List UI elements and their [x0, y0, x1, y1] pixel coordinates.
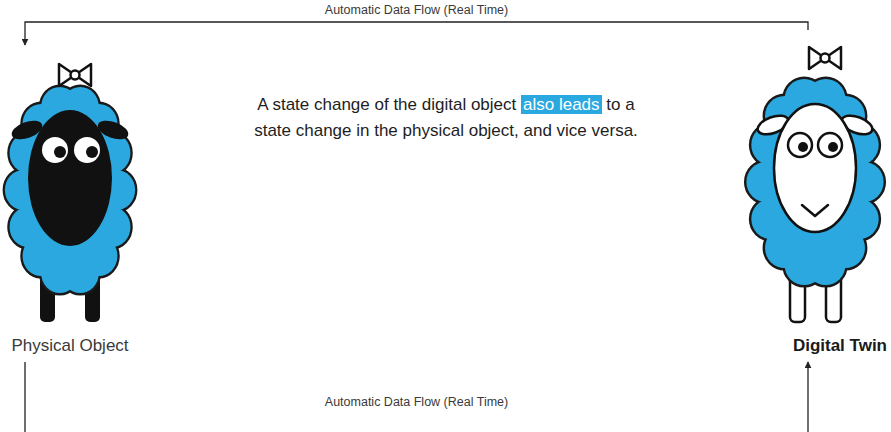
- edge-label: Automatic Data Flow (Real Time): [321, 395, 512, 409]
- data-flow-arrow: [25, 362, 808, 432]
- digital-twin: Digital Twin: [745, 30, 891, 362]
- note-text: A state change of the digital object: [257, 95, 516, 114]
- edge-label: Automatic Data Flow (Real Time): [321, 3, 512, 17]
- note-text: A state change of the digital object also…: [253, 92, 639, 145]
- highlighted-text: also leads: [521, 95, 602, 114]
- data-flow-arrow: [25, 22, 808, 45]
- physical-sheep: [5, 64, 135, 322]
- physical-object: Physical Object: [0, 45, 140, 362]
- digital-sheep: [746, 47, 883, 322]
- node-label: Digital Twin: [793, 336, 887, 356]
- node-label: Physical Object: [11, 336, 128, 356]
